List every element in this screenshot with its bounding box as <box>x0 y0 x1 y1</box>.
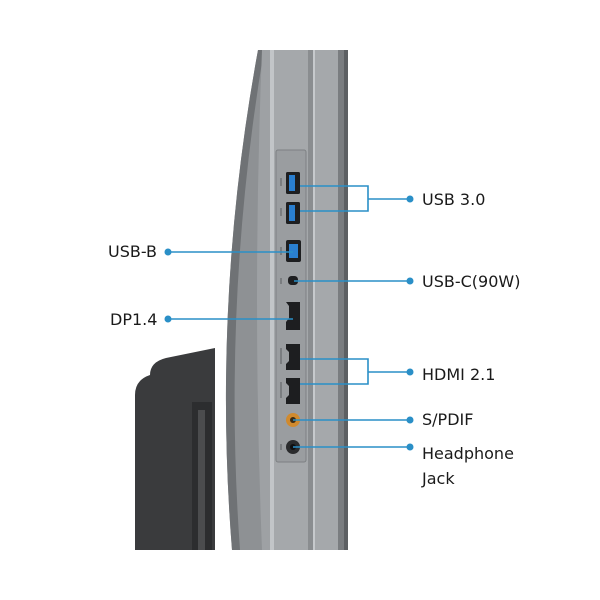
label-headphone-line1: Headphone <box>422 444 514 463</box>
port-glyphs <box>280 178 282 450</box>
callout-dots <box>164 195 414 451</box>
label-headphone-line2: Jack <box>422 469 455 488</box>
label-usb-c: USB-C(90W) <box>422 272 521 291</box>
usb3-port-1 <box>286 172 300 194</box>
usb-b-port <box>286 240 301 262</box>
label-hdmi: HDMI 2.1 <box>422 365 496 384</box>
hdmi-port-1 <box>286 344 300 370</box>
usb3-port-2 <box>286 202 300 224</box>
label-usb3: USB 3.0 <box>422 190 486 209</box>
label-usb-b: USB-B <box>108 242 158 261</box>
monitor-back-shell <box>225 50 272 550</box>
usb-c-port <box>288 276 298 285</box>
label-displayport: DP1.4 <box>110 310 158 329</box>
monitor-stand <box>135 348 215 550</box>
hdmi-port-2 <box>286 378 300 404</box>
label-spdif: S/PDIF <box>422 410 474 429</box>
displayport-port <box>286 302 300 330</box>
callout-lines <box>168 185 410 448</box>
label-headphone-jack: Headphone Jack <box>422 441 514 491</box>
